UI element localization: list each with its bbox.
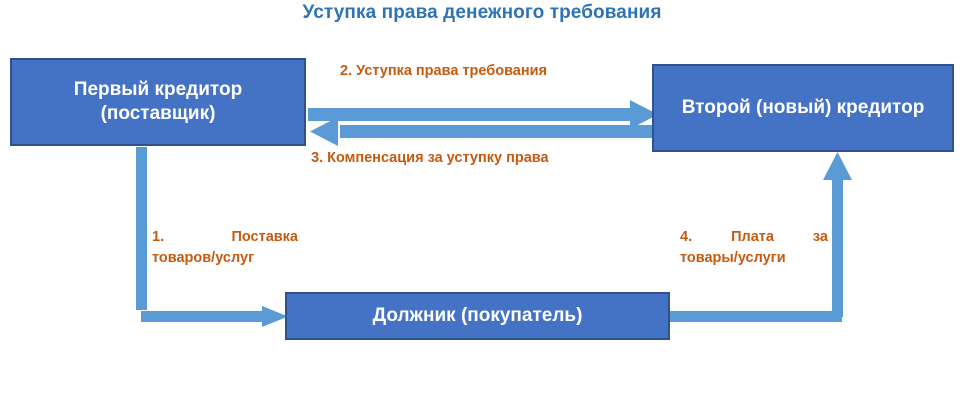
node-debtor[interactable]: Должник (покупатель) [285,292,670,340]
node-debtor-label: Должник (покупатель) [372,304,583,326]
edge-label-supply-line1: 1. Поставка [152,227,298,248]
node-first-creditor-label: Первый кредитор (поставщик) [73,78,243,124]
edge-label-supply-number: 1. [152,229,165,245]
edge-label-supply-line2: товаров/услуг [152,250,255,267]
arrow-edge-2 [308,100,658,129]
edge-label-compensation: 3. Компенсация за уступку права [311,150,549,166]
edge-label-payment-line2: товары/услуги [680,250,786,267]
edge-label-payment-number: 4. [680,229,693,245]
node-first-creditor[interactable]: Первый кредитор (поставщик) [10,58,306,146]
edge-label-payment-for-goods: 4. Плата за товары/услуги [680,227,828,269]
edge-label-supply-of-goods: 1. Поставка товаров/услуг [152,227,298,269]
node-second-creditor[interactable]: Второй (новый) кредитор [652,64,954,152]
edge-label-payment-line1: 4. Плата за [680,227,828,248]
node-second-creditor-label: Второй (новый) кредитор [681,96,925,118]
page-title: Уступка права денежного требования [302,2,662,23]
edge-label-supply-text: Поставка [231,229,298,245]
arrow-edge-3 [310,117,652,146]
edge-label-payment-text: Плата за [731,229,828,245]
edge-label-assignment-of-claim: 2. Уступка права требования [340,63,547,79]
